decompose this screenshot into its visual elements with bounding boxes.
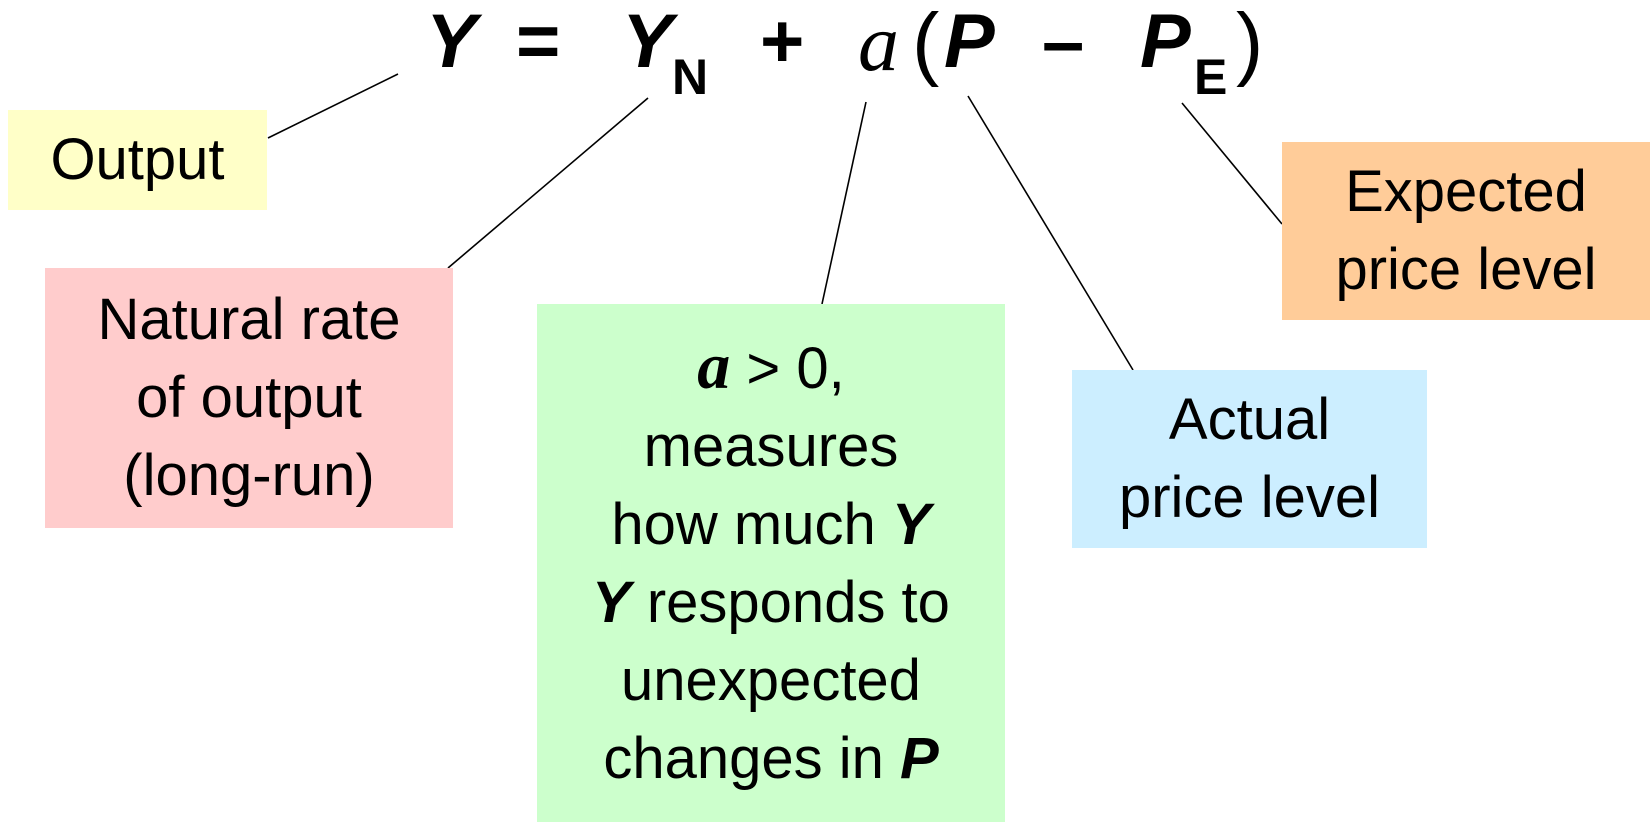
connector-coefficient <box>821 101 867 305</box>
coefficient-line-4: Y responds to <box>592 564 950 642</box>
coefficient-label-box: a > 0, measures how much Y Y responds to… <box>537 304 1005 822</box>
coefficient-line-3-var: Y <box>891 492 931 557</box>
coefficient-line-6: changes in P <box>603 720 938 798</box>
equation-y: Y <box>426 0 477 84</box>
natural-rate-line-1: Natural rate <box>97 287 401 352</box>
coefficient-line-4-var: Y <box>592 570 631 635</box>
coefficient-condition: > 0, <box>730 336 845 401</box>
equation-pe-subscript: E <box>1194 49 1228 105</box>
coefficient-symbol: a <box>697 330 731 403</box>
equation-close-paren: ) <box>1236 0 1264 88</box>
expected-price-line-1: Expected <box>1345 159 1587 224</box>
actual-price-line-2: price level <box>1118 465 1381 530</box>
output-label: Output <box>50 127 225 192</box>
equation-pe-base: P <box>1140 0 1191 84</box>
actual-price-line-1: Actual <box>1168 387 1331 452</box>
coefficient-line-4-text: responds to <box>630 570 950 635</box>
coefficient-line-3: how much Y <box>611 486 930 564</box>
equation-p: P <box>944 0 995 84</box>
natural-rate-line-3: (long-run) <box>123 443 375 508</box>
connector-expected-price <box>1181 102 1283 225</box>
coefficient-line-6-var: P <box>899 726 939 791</box>
expected-price-label-box: Expected price level <box>1282 142 1650 320</box>
equation-equals: = <box>516 0 561 84</box>
equation-minus: – <box>1042 0 1085 84</box>
natural-rate-label-box: Natural rate of output (long-run) <box>45 268 453 528</box>
natural-rate-line-2: of output <box>136 365 362 430</box>
connector-output <box>267 73 399 139</box>
equation-open-paren: ( <box>912 0 940 88</box>
equation-coefficient: a <box>858 0 899 88</box>
coefficient-line-6-text: changes in <box>603 726 900 791</box>
coefficient-line-3-text: how much <box>611 492 892 557</box>
actual-price-label-box: Actual price level <box>1072 370 1427 548</box>
equation-plus: + <box>760 0 805 84</box>
coefficient-line-1: a > 0, <box>697 328 844 408</box>
coefficient-line-2: measures <box>643 414 899 479</box>
connector-natural-rate <box>447 97 649 269</box>
output-label-box: Output <box>8 110 267 210</box>
connector-actual-price <box>967 95 1134 371</box>
equation-yn-subscript: N <box>672 49 709 105</box>
equation-yn-base: Y <box>622 0 673 84</box>
expected-price-line-2: price level <box>1335 237 1597 302</box>
coefficient-line-5: unexpected <box>621 648 921 713</box>
